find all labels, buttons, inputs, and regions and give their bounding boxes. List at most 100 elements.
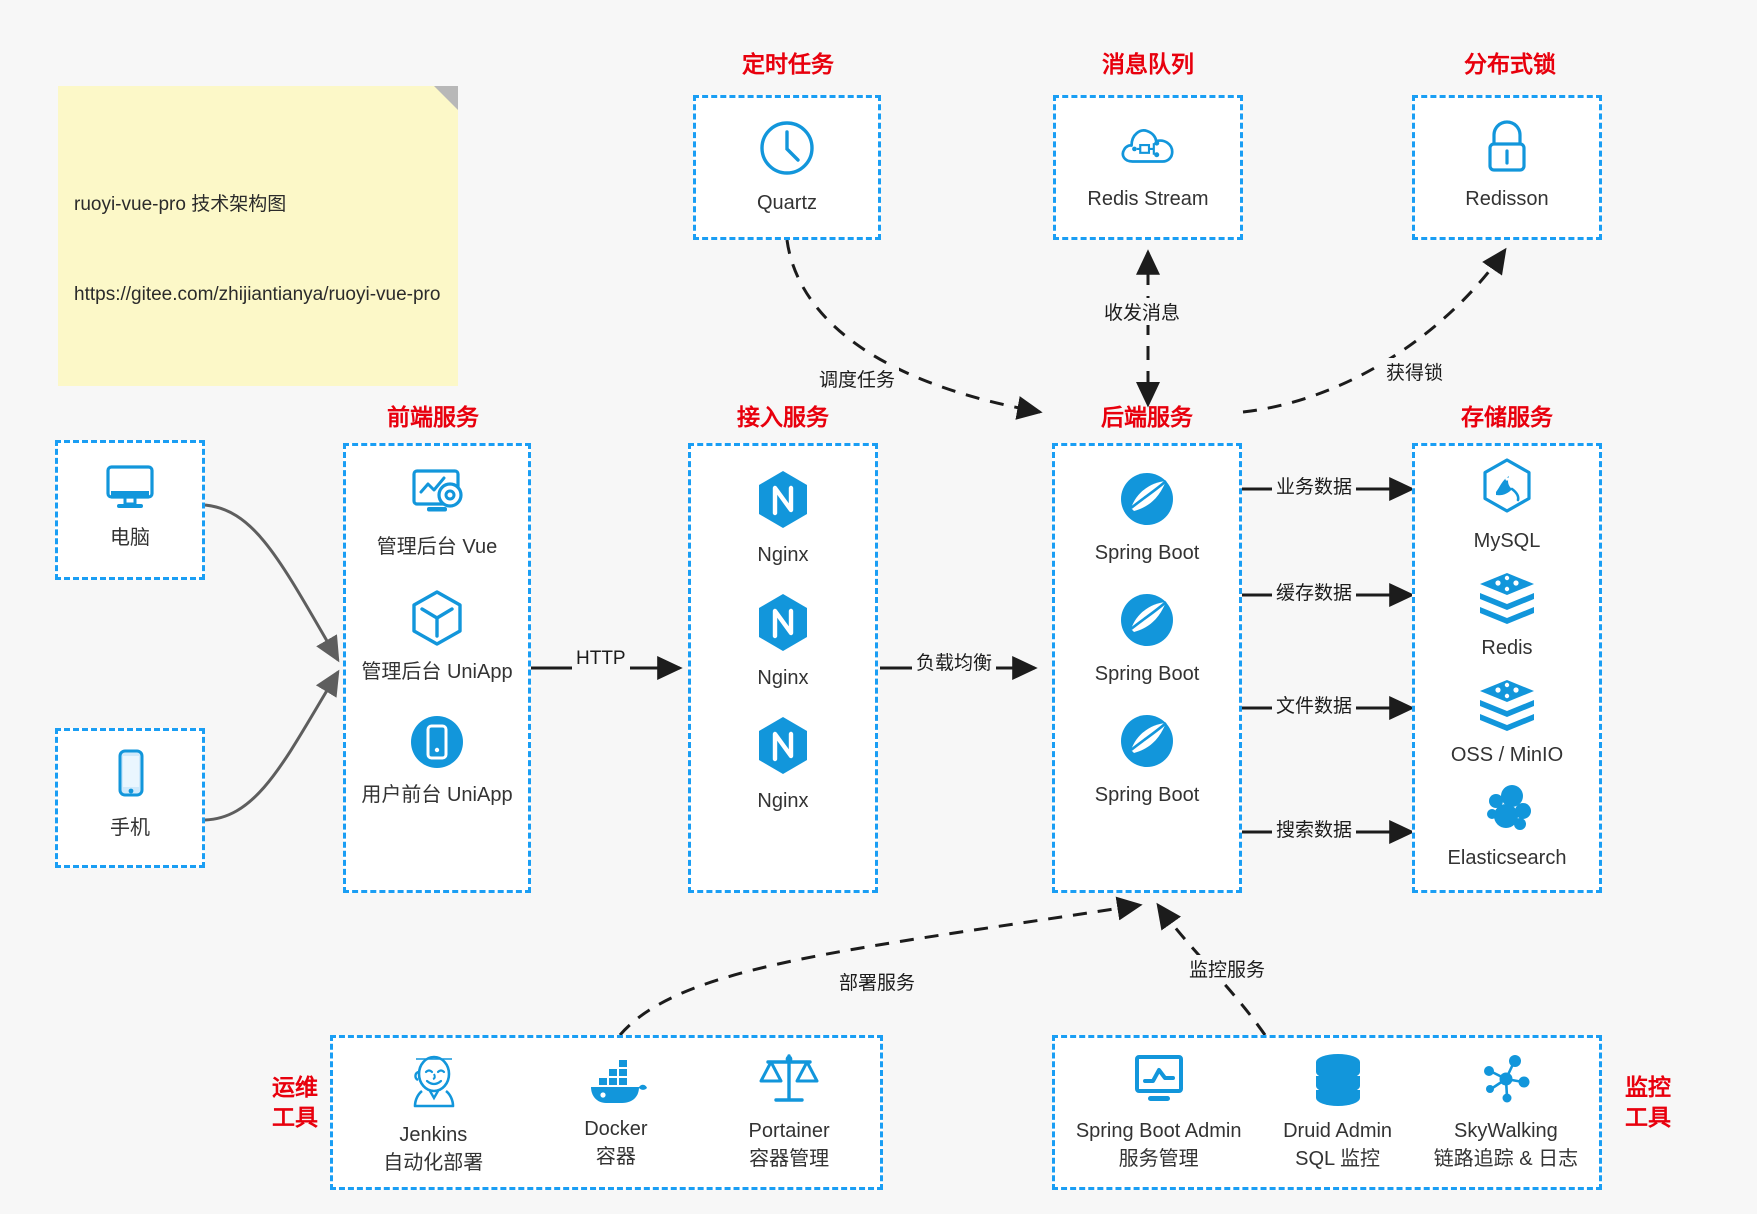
group-title-backend: 后端服务 xyxy=(1101,404,1193,430)
node-label: Redis xyxy=(1481,637,1533,659)
spring-boot-icon xyxy=(1121,715,1173,767)
nginx-icon xyxy=(759,594,807,651)
mysql-dolphin-icon xyxy=(1483,458,1531,513)
note-fold-icon xyxy=(434,86,458,110)
group-title-scheduled-task: 定时任务 xyxy=(742,51,834,77)
skywalking-nodes-icon xyxy=(1483,1055,1530,1103)
lock-icon xyxy=(1488,120,1526,172)
node-spring-boot-3[interactable]: Spring Boot xyxy=(1055,710,1239,809)
group-title-ops-tools: 运维 工具 xyxy=(272,1074,318,1130)
group-scheduled-task: Quartz xyxy=(693,95,881,240)
group-distributed-lock: Redisson xyxy=(1412,95,1602,240)
node-label: Redisson xyxy=(1465,188,1549,210)
edge-label-deploy-service: 部署服务 xyxy=(835,968,920,995)
group-message-queue: Redis Stream xyxy=(1053,95,1243,240)
group-monitor-tools: Spring Boot Admin 服务管理 Druid Admin SQL 监… xyxy=(1052,1035,1602,1190)
edge-label-business-data: 业务数据 xyxy=(1272,472,1357,499)
spring-boot-icon xyxy=(1121,473,1173,525)
edge-label-schedule-task: 调度任务 xyxy=(815,365,900,392)
node-nginx-3[interactable]: Nginx xyxy=(691,714,875,815)
node-label: Druid Admin SQL 监控 xyxy=(1283,1120,1393,1170)
edge-label-search-data: 搜索数据 xyxy=(1272,815,1357,842)
group-gateway: Nginx Nginx Nginx xyxy=(688,443,878,893)
node-label: 管理后台 UniApp xyxy=(361,661,513,683)
node-jenkins[interactable]: Jenkins 自动化部署 xyxy=(383,1050,483,1177)
node-nginx-1[interactable]: Nginx xyxy=(691,468,875,569)
info-note: ruoyi-vue-pro 技术架构图 https://gitee.com/zh… xyxy=(58,86,458,386)
hexagon-cube-icon xyxy=(412,590,462,646)
node-oss-minio[interactable]: OSS / MinIO xyxy=(1415,676,1599,769)
note-line-2: https://gitee.com/zhijiantianya/ruoyi-vu… xyxy=(74,284,441,305)
monitor-chart-icon xyxy=(1134,1055,1183,1101)
group-title-storage: 存储服务 xyxy=(1461,404,1553,430)
group-ops-tools: Jenkins 自动化部署 Docker 容器 xyxy=(330,1035,883,1190)
group-title-distributed-lock: 分布式锁 xyxy=(1464,51,1556,77)
node-label: Docker 容器 xyxy=(584,1118,648,1168)
cloud-network-icon xyxy=(1121,129,1174,163)
group-frontend: 管理后台 Vue 管理后台 UniApp 用户前台 UniApp xyxy=(343,443,531,893)
desktop-monitor-icon xyxy=(106,465,154,508)
group-storage: MySQL Redis xyxy=(1412,443,1602,893)
node-redisson[interactable]: Redisson xyxy=(1415,118,1599,213)
group-title-gateway: 接入服务 xyxy=(737,404,829,430)
mobile-phone-icon xyxy=(118,749,144,797)
node-redis[interactable]: Redis xyxy=(1415,569,1599,662)
node-nginx-2[interactable]: Nginx xyxy=(691,591,875,692)
node-admin-vue[interactable]: 管理后台 Vue xyxy=(346,464,528,561)
node-portainer[interactable]: Portainer 容器管理 xyxy=(749,1048,830,1173)
edge-label-send-receive-message: 收发消息 xyxy=(1100,298,1185,325)
node-mysql[interactable]: MySQL xyxy=(1415,456,1599,555)
mobile-app-icon xyxy=(411,716,463,768)
node-label: MySQL xyxy=(1473,530,1541,552)
node-label: Nginx xyxy=(757,667,809,689)
node-spring-boot-2[interactable]: Spring Boot xyxy=(1055,589,1239,688)
jenkins-butler-icon xyxy=(413,1055,455,1108)
node-spring-boot-1[interactable]: Spring Boot xyxy=(1055,468,1239,567)
group-title-monitor-tools: 监控 工具 xyxy=(1625,1074,1671,1130)
node-label: 手机 xyxy=(110,817,150,839)
note-line-1: ruoyi-vue-pro 技术架构图 xyxy=(74,194,287,215)
node-admin-uniapp[interactable]: 管理后台 UniApp xyxy=(346,587,528,686)
edge-label-acquire-lock: 获得锁 xyxy=(1382,358,1448,385)
node-label: 用户前台 UniApp xyxy=(361,784,513,806)
node-quartz[interactable]: Quartz xyxy=(696,116,878,217)
node-label: SkyWalking 链路追踪 & 日志 xyxy=(1433,1120,1579,1170)
node-label: Nginx xyxy=(757,790,809,812)
node-mobile[interactable]: 手机 xyxy=(58,745,202,842)
node-label: Spring Boot xyxy=(1094,784,1200,806)
group-client-mobile: 手机 xyxy=(55,728,205,868)
node-redis-stream[interactable]: Redis Stream xyxy=(1056,118,1240,213)
node-user-uniapp[interactable]: 用户前台 UniApp xyxy=(346,712,528,809)
node-spring-boot-admin[interactable]: Spring Boot Admin 服务管理 xyxy=(1075,1052,1242,1173)
redis-stack-icon xyxy=(1480,573,1534,624)
clock-icon xyxy=(760,121,814,175)
node-label: OSS / MinIO xyxy=(1450,744,1564,766)
edge-label-file-data: 文件数据 xyxy=(1272,691,1357,718)
node-skywalking[interactable]: SkyWalking 链路追踪 & 日志 xyxy=(1434,1050,1578,1173)
edge-label-load-balance: 负载均衡 xyxy=(912,648,997,675)
node-desktop[interactable]: 电脑 xyxy=(58,459,202,552)
node-label: Redis Stream xyxy=(1087,188,1209,210)
database-stack-icon xyxy=(1315,1054,1360,1106)
dashboard-gear-icon xyxy=(412,469,463,512)
group-backend: Spring Boot Spring Boot Spring Boot xyxy=(1052,443,1242,893)
nginx-icon xyxy=(759,471,807,528)
group-title-frontend: 前端服务 xyxy=(387,404,479,430)
group-client-desktop: 电脑 xyxy=(55,440,205,580)
node-druid-admin[interactable]: Druid Admin SQL 监控 xyxy=(1283,1052,1392,1173)
node-label: Jenkins 自动化部署 xyxy=(383,1124,484,1174)
node-label: Spring Boot xyxy=(1094,663,1200,685)
edge-label-monitor-service: 监控服务 xyxy=(1185,955,1270,982)
node-elasticsearch[interactable]: Elasticsearch xyxy=(1415,781,1599,872)
node-label: Spring Boot Admin 服务管理 xyxy=(1075,1120,1242,1170)
edge-label-cache-data: 缓存数据 xyxy=(1272,578,1357,605)
node-label: Quartz xyxy=(756,192,818,214)
node-label: Elasticsearch xyxy=(1447,847,1567,869)
node-label: 管理后台 Vue xyxy=(376,536,498,558)
group-title-message-queue: 消息队列 xyxy=(1102,51,1194,77)
node-label: Nginx xyxy=(757,544,809,566)
nginx-icon xyxy=(759,717,807,774)
node-docker[interactable]: Docker 容器 xyxy=(584,1054,648,1171)
docker-whale-icon xyxy=(590,1060,647,1103)
node-label: 电脑 xyxy=(110,527,150,549)
